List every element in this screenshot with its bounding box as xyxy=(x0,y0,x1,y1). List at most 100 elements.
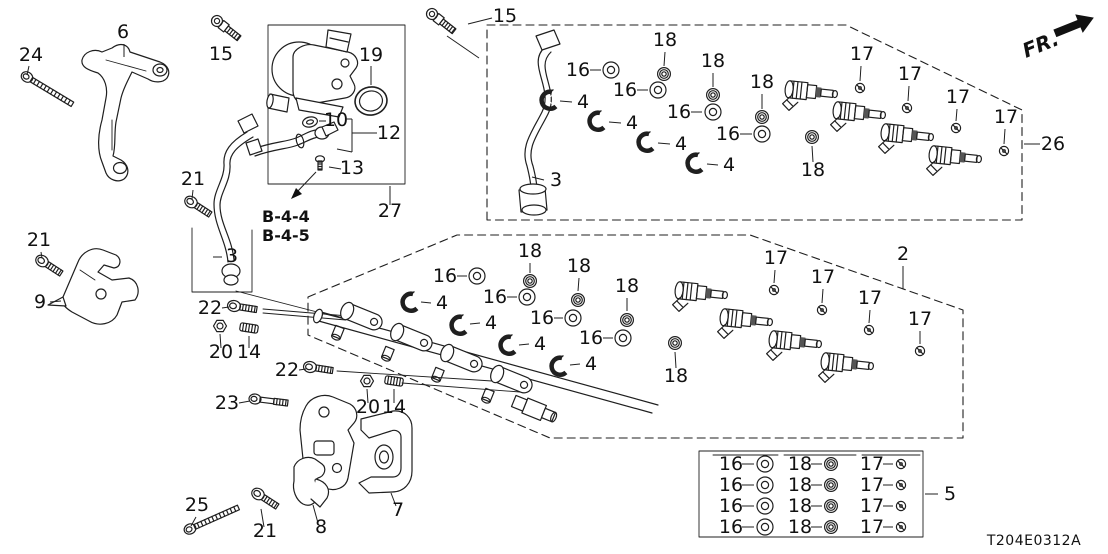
callout-18[interactable]: 18 xyxy=(788,495,812,517)
callout-22[interactable]: 22 xyxy=(275,359,299,381)
callout-16[interactable]: 16 xyxy=(719,516,743,538)
callout-4[interactable]: 4 xyxy=(485,312,497,334)
leader-line xyxy=(312,504,319,524)
callout-16[interactable]: 16 xyxy=(483,286,507,308)
callout-16[interactable]: 16 xyxy=(530,307,554,329)
callout-16[interactable]: 16 xyxy=(719,453,743,475)
bolt-22-lower xyxy=(302,359,335,377)
leader-line xyxy=(663,51,666,67)
leader-line xyxy=(1003,128,1006,145)
callout-18[interactable]: 18 xyxy=(801,159,825,181)
callout-20[interactable]: 20 xyxy=(356,396,380,418)
callout-4[interactable]: 4 xyxy=(626,112,638,134)
callout-19[interactable]: 19 xyxy=(359,44,383,66)
callout-16[interactable]: 16 xyxy=(719,495,743,517)
callout-21[interactable]: 21 xyxy=(181,168,205,190)
leader-line xyxy=(907,85,910,102)
callout-10[interactable]: 10 xyxy=(324,109,348,131)
callout-13[interactable]: 13 xyxy=(340,157,364,179)
callout-17[interactable]: 17 xyxy=(764,247,788,269)
callout-8[interactable]: 8 xyxy=(315,516,327,538)
clip-4-set xyxy=(400,89,704,376)
callout-18[interactable]: 18 xyxy=(701,50,725,72)
leader-line xyxy=(221,306,230,309)
callout-16[interactable]: 16 xyxy=(719,474,743,496)
bracket-9 xyxy=(47,248,139,325)
callout-14[interactable]: 14 xyxy=(382,396,406,418)
callout-15[interactable]: 15 xyxy=(209,43,233,65)
bolt-21-bottom xyxy=(248,485,281,512)
callout-17[interactable]: 17 xyxy=(860,474,884,496)
leader-line xyxy=(467,17,493,25)
leader-line xyxy=(608,121,622,124)
callout-15[interactable]: 15 xyxy=(493,5,517,27)
callout-4[interactable]: 4 xyxy=(585,353,597,375)
callout-17[interactable]: 17 xyxy=(898,63,922,85)
callout-16[interactable]: 16 xyxy=(566,59,590,81)
callout-18[interactable]: 18 xyxy=(615,275,639,297)
leader-line xyxy=(955,108,958,122)
callout-22[interactable]: 22 xyxy=(198,297,222,319)
callout-5[interactable]: 5 xyxy=(944,483,956,505)
callout-20[interactable]: 20 xyxy=(209,341,233,363)
callout-4[interactable]: 4 xyxy=(577,91,589,113)
callout-24[interactable]: 24 xyxy=(19,44,43,66)
callout-18[interactable]: 18 xyxy=(567,255,591,277)
callout-17[interactable]: 17 xyxy=(860,495,884,517)
callout-17[interactable]: 17 xyxy=(908,308,932,330)
callout-17[interactable]: 17 xyxy=(860,453,884,475)
callout-18[interactable]: 18 xyxy=(653,29,677,51)
callout-17[interactable]: 17 xyxy=(811,266,835,288)
callout-6[interactable]: 6 xyxy=(117,21,129,43)
callout-26[interactable]: 26 xyxy=(1041,133,1065,155)
joint-pipe-12 xyxy=(245,121,339,157)
callout-2[interactable]: 2 xyxy=(897,243,909,265)
callout-25[interactable]: 25 xyxy=(185,494,209,516)
callout-18[interactable]: 18 xyxy=(788,453,812,475)
callout-17[interactable]: 17 xyxy=(858,287,882,309)
callout-23[interactable]: 23 xyxy=(215,392,239,414)
callout-18[interactable]: 18 xyxy=(664,365,688,387)
callout-17[interactable]: 17 xyxy=(860,516,884,538)
callout-18[interactable]: 18 xyxy=(750,71,774,93)
callout-21[interactable]: 21 xyxy=(27,229,51,251)
callout-17[interactable]: 17 xyxy=(850,43,874,65)
callout-B-4-4[interactable]: B-4-4 xyxy=(262,207,310,226)
callout-4[interactable]: 4 xyxy=(534,333,546,355)
seal-kit-5-box xyxy=(698,450,924,538)
callout-27[interactable]: 27 xyxy=(378,200,402,222)
callout-3[interactable]: 3 xyxy=(226,245,238,267)
callout-16[interactable]: 16 xyxy=(613,79,637,101)
callout-14[interactable]: 14 xyxy=(237,341,261,363)
leader-line xyxy=(531,176,545,181)
callout-B-4-5[interactable]: B-4-5 xyxy=(262,226,310,245)
callout-18[interactable]: 18 xyxy=(788,474,812,496)
callout-4[interactable]: 4 xyxy=(723,154,735,176)
callout-4[interactable]: 4 xyxy=(675,133,687,155)
callout-16[interactable]: 16 xyxy=(716,123,740,145)
callout-16[interactable]: 16 xyxy=(667,101,691,123)
bolt-13 xyxy=(314,155,326,171)
callout-9[interactable]: 9 xyxy=(34,291,46,313)
callout-18[interactable]: 18 xyxy=(788,516,812,538)
bracket-6 xyxy=(81,43,170,182)
callout-17[interactable]: 17 xyxy=(994,106,1018,128)
callout-3[interactable]: 3 xyxy=(550,169,562,191)
callout-7[interactable]: 7 xyxy=(392,499,404,521)
callout-16[interactable]: 16 xyxy=(579,327,603,349)
callout-12[interactable]: 12 xyxy=(377,122,401,144)
callout-17[interactable]: 17 xyxy=(946,86,970,108)
callout-4[interactable]: 4 xyxy=(436,292,448,314)
fr-indicator: FR. xyxy=(1019,14,1094,63)
fuel-feed-pipe-3 xyxy=(518,29,561,216)
leader-line xyxy=(577,277,580,292)
callout-16[interactable]: 16 xyxy=(433,265,457,287)
stud-14-upper xyxy=(238,322,260,334)
leader-line xyxy=(336,148,353,153)
callout-21[interactable]: 21 xyxy=(253,520,277,542)
callout-18[interactable]: 18 xyxy=(518,240,542,262)
bolt-22-upper xyxy=(226,298,259,316)
